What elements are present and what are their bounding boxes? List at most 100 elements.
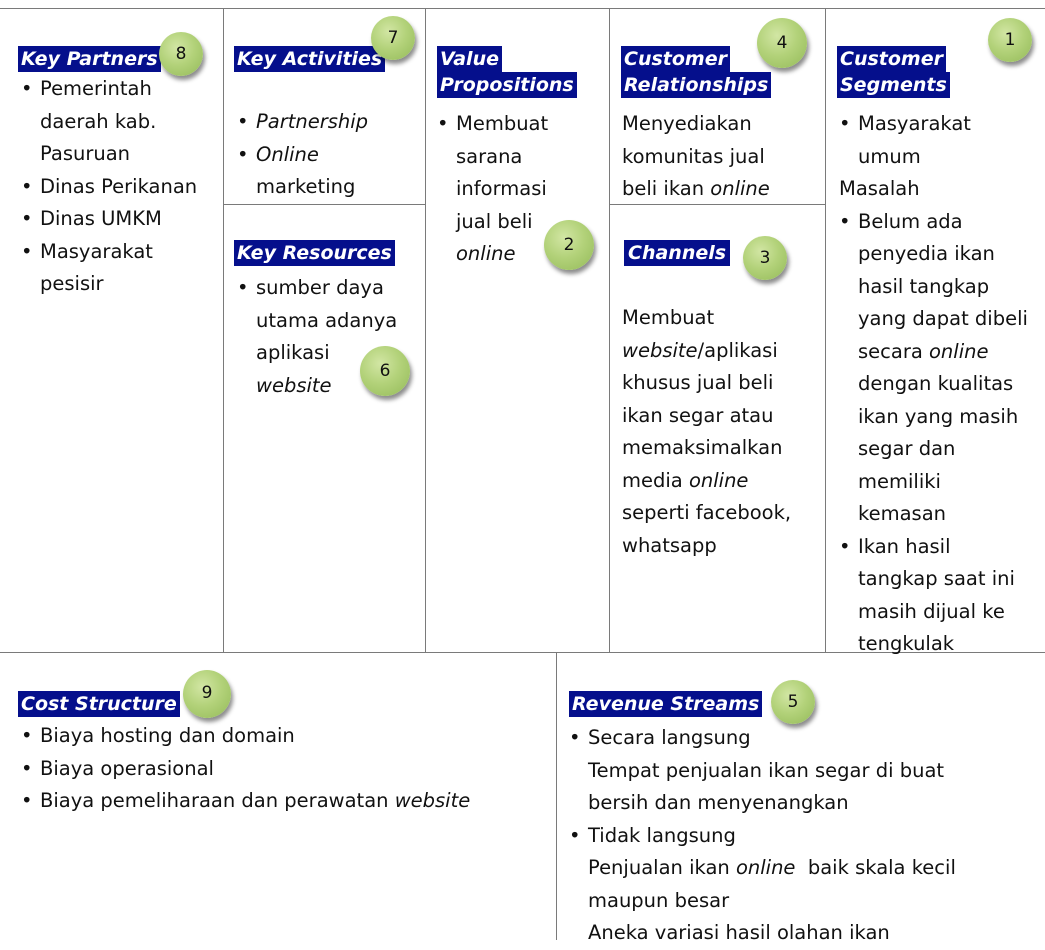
list-item-continued: aplikasi (256, 341, 330, 364)
grid-line-v3 (609, 8, 610, 652)
grid-line-relationships-channels (609, 204, 825, 205)
key-resources-list: sumber daya utama adanya aplikasi websit… (234, 272, 424, 402)
text-fragment: media (622, 468, 683, 492)
list-item-continued: umum (858, 144, 921, 168)
revenue-streams-list: Secara langsung Tempat penjualan ikan se… (566, 722, 1044, 950)
list-item-continued: tangkap saat ini (858, 567, 1015, 590)
text-line: beli ikan online (622, 173, 822, 206)
text-line: ikan segar atau (622, 403, 774, 427)
value-propositions-title-line1: Value (437, 46, 502, 72)
customer-relationships-block: Customer Relationships (621, 46, 772, 98)
text-fragment: Biaya pemeliharaan dan perawatan (40, 789, 389, 812)
list-item-continued: ikan yang masih (858, 404, 1019, 428)
list-item: Pemerintah (18, 73, 223, 106)
value-propositions-list: Membuat sarana informasi jual beli onlin… (434, 108, 606, 271)
list-item: Masyarakat (836, 108, 1045, 141)
text-fragment-italic: online (735, 856, 796, 879)
list-item: Tidak langsung (566, 820, 1044, 853)
list-item: Partnership (234, 106, 424, 139)
list-item-continued: utama adanya (256, 308, 398, 332)
text-line: khusus jual beli (622, 371, 774, 394)
text-fragment-italic: online (929, 339, 989, 363)
text-line: whatsapp (622, 533, 717, 557)
list-item-continued: informasi (456, 177, 547, 200)
customer-segments-title-line1: Customer (837, 46, 946, 72)
grid-line-middle (0, 652, 1045, 653)
value-propositions-title-line2: Propositions (437, 72, 577, 98)
text-fragment-italic: website (622, 338, 698, 362)
list-item-continued: masih dijual ke (858, 599, 1005, 623)
list-item-continued: marketing (256, 175, 356, 198)
list-item: Masyarakat (18, 236, 223, 269)
key-resources-number-badge: 6 (360, 346, 410, 396)
revenue-streams-number-badge: 5 (771, 680, 815, 724)
grid-line-v2 (425, 8, 426, 652)
customer-relationships-text: Menyediakan komunitas jual beli ikan onl… (622, 108, 822, 206)
list-item: Biaya hosting dan domain (18, 720, 554, 753)
list-item-continued: daerah kab. (40, 109, 157, 133)
list-item: sumber daya (234, 272, 424, 305)
list-item: Belum ada (836, 206, 1045, 239)
problem-label: Masalah (839, 177, 920, 200)
list-item-continued: Pasuruan (40, 142, 131, 165)
customer-segments-list: Masyarakat umum Masalah Belum ada penyed… (836, 108, 1045, 661)
text-fragment: /aplikasi (697, 338, 778, 362)
text-fragment-italic: website (394, 789, 471, 812)
text-line: Menyediakan (622, 112, 752, 135)
customer-segments-block: Customer Segments (837, 46, 950, 98)
key-activities-number-badge: 7 (371, 16, 415, 60)
key-partners-block: Key Partners (18, 46, 223, 72)
channels-number-badge: 3 (743, 236, 787, 280)
key-partners-number-badge: 8 (159, 32, 203, 76)
text-fragment: baik skala kecil (807, 856, 956, 879)
text-fragment-italic: online (710, 177, 770, 200)
channels-block: Channels (624, 240, 731, 266)
list-item-continued: yang dapat dibeli (858, 307, 1028, 330)
list-item-continued: secara online (836, 336, 1045, 369)
list-item-continued: Penjualan ikan online baik skala kecil (566, 852, 1044, 885)
key-activities-title: Key Activities (234, 46, 386, 72)
list-item: Secara langsung (566, 722, 1044, 755)
key-partners-title: Key Partners (18, 46, 161, 72)
text-line: Membuat (622, 306, 715, 329)
text-line: memaksimalkan (622, 436, 783, 459)
cost-structure-block: Cost Structure (18, 691, 180, 717)
list-item: Dinas Perikanan (18, 171, 223, 204)
key-activities-list: Partnership Online marketing (234, 106, 424, 204)
grid-line-top (0, 8, 1045, 9)
text-fragment: beli ikan (622, 177, 705, 200)
grid-line-v1 (223, 8, 224, 652)
list-item: Dinas UMKM (18, 203, 223, 236)
customer-segments-number-badge: 1 (988, 18, 1032, 62)
customer-segments-title-line2: Segments (837, 72, 950, 98)
list-item: Ikan hasil (836, 531, 1045, 564)
key-resources-block: Key Resources (234, 240, 395, 266)
customer-relationships-title-line2: Relationships (621, 72, 772, 98)
list-item-continued: kemasan (858, 502, 947, 525)
list-item-continued: penyedia ikan (858, 242, 995, 265)
text-line: website/aplikasi (622, 335, 822, 368)
text-fragment: Penjualan ikan (588, 856, 730, 879)
text-line: media online (622, 465, 822, 498)
list-item-continued: maupun besar (588, 888, 730, 912)
list-item: Membuat (434, 108, 606, 141)
list-item-continued: pesisir (40, 272, 104, 295)
list-item-continued: memiliki (858, 469, 941, 493)
grid-line-bottom-split (556, 652, 557, 940)
cost-structure-title: Cost Structure (18, 691, 180, 717)
revenue-streams-title: Revenue Streams (569, 691, 763, 717)
key-resources-title: Key Resources (234, 240, 395, 266)
value-propositions-block: Value Propositions (437, 46, 577, 98)
list-item-continued: hasil tangkap (858, 274, 990, 298)
list-item: Biaya pemeliharaan dan perawatan website (18, 785, 554, 818)
list-item-continued: website (256, 373, 332, 397)
customer-relationships-title-line1: Customer (621, 46, 730, 72)
text-fragment: secara (858, 339, 923, 363)
list-item-continued: tengkulak (858, 632, 955, 655)
text-line: komunitas jual (622, 144, 765, 168)
text-line: seperti facebook, (622, 501, 792, 524)
value-propositions-number-badge: 2 (544, 220, 594, 270)
grid-line-activities-resources (223, 204, 425, 205)
customer-relationships-number-badge: 4 (757, 18, 807, 68)
